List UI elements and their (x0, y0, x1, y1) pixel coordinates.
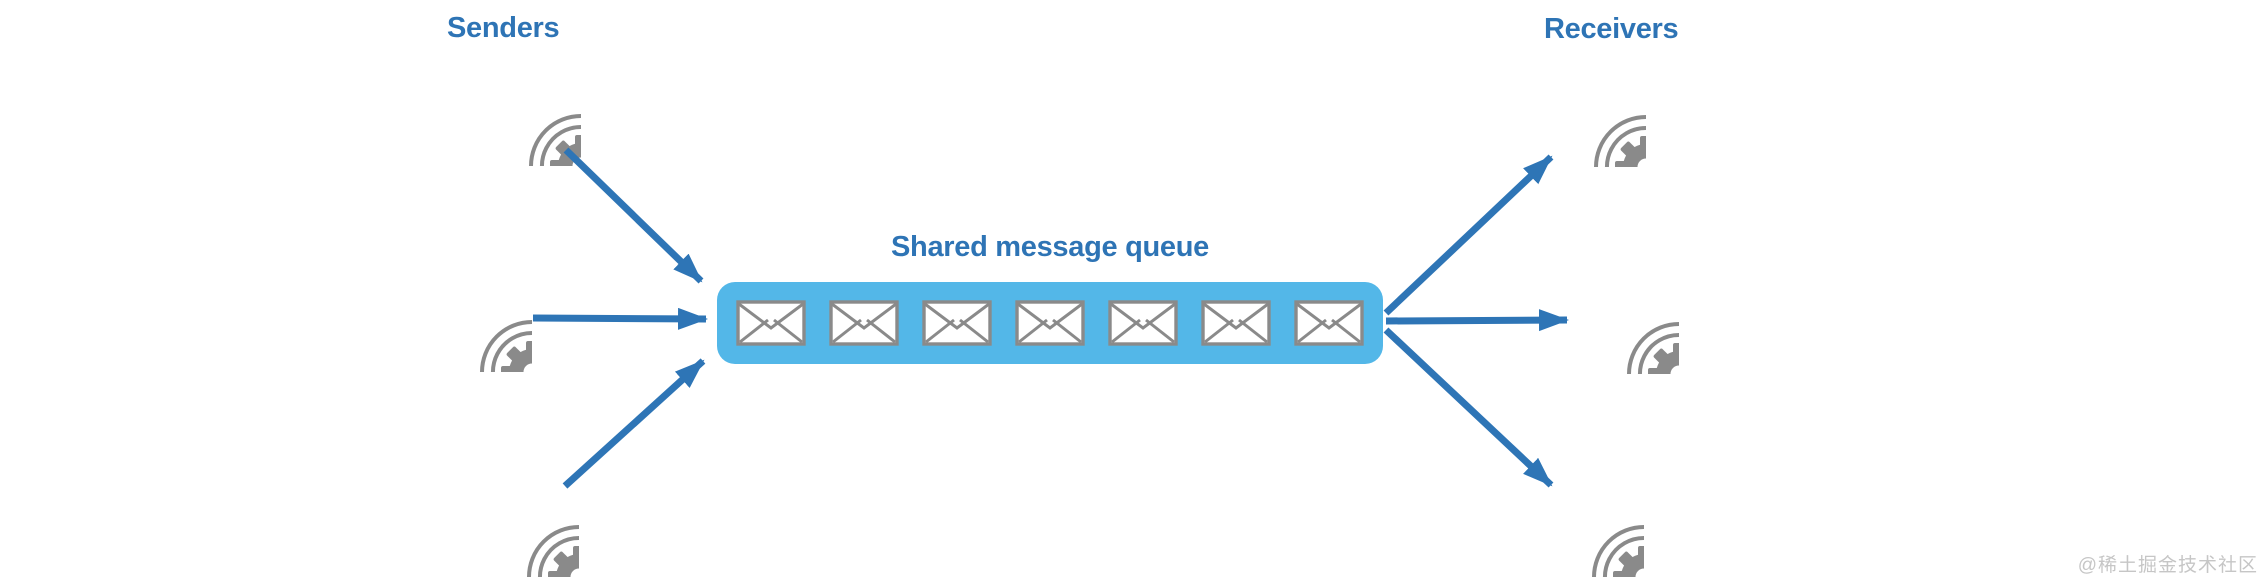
envelope-icon (1201, 300, 1271, 346)
envelope-icon (1108, 300, 1178, 346)
receiver-node-3 (1536, 469, 1644, 577)
envelope-icon (829, 300, 899, 346)
queue-title: Shared message queue (891, 231, 1209, 263)
envelope-icon (1294, 300, 1364, 346)
receiver-node-2 (1571, 266, 1679, 374)
senders-label: Senders (447, 12, 560, 44)
sender-node-2 (424, 264, 532, 372)
gear-sync-icon (473, 58, 581, 166)
sender-node-3 (471, 469, 579, 577)
arrow-sender3-to-queue (562, 358, 706, 489)
arrow-queue-to-receiver3 (1383, 327, 1554, 488)
envelope-icon (1015, 300, 1085, 346)
gear-sync-icon (424, 264, 532, 372)
receiver-node-1 (1538, 59, 1646, 167)
gear-sync-icon (471, 469, 579, 577)
envelope-icon (922, 300, 992, 346)
arrow-sender1-to-queue (563, 147, 704, 284)
gear-sync-icon (1571, 266, 1679, 374)
gear-sync-icon (1538, 59, 1646, 167)
gear-sync-icon (1536, 469, 1644, 577)
arrow-sender2-to-queue (532, 307, 708, 330)
shared-message-queue (717, 282, 1383, 364)
envelope-icon (736, 300, 806, 346)
watermark-text: @稀土掘金技术社区 (2077, 555, 2258, 576)
receivers-label: Receivers (1544, 13, 1679, 45)
arrow-queue-to-receiver2 (1385, 309, 1569, 332)
arrow-queue-to-receiver1 (1383, 154, 1554, 316)
sender-node-1 (473, 58, 581, 166)
